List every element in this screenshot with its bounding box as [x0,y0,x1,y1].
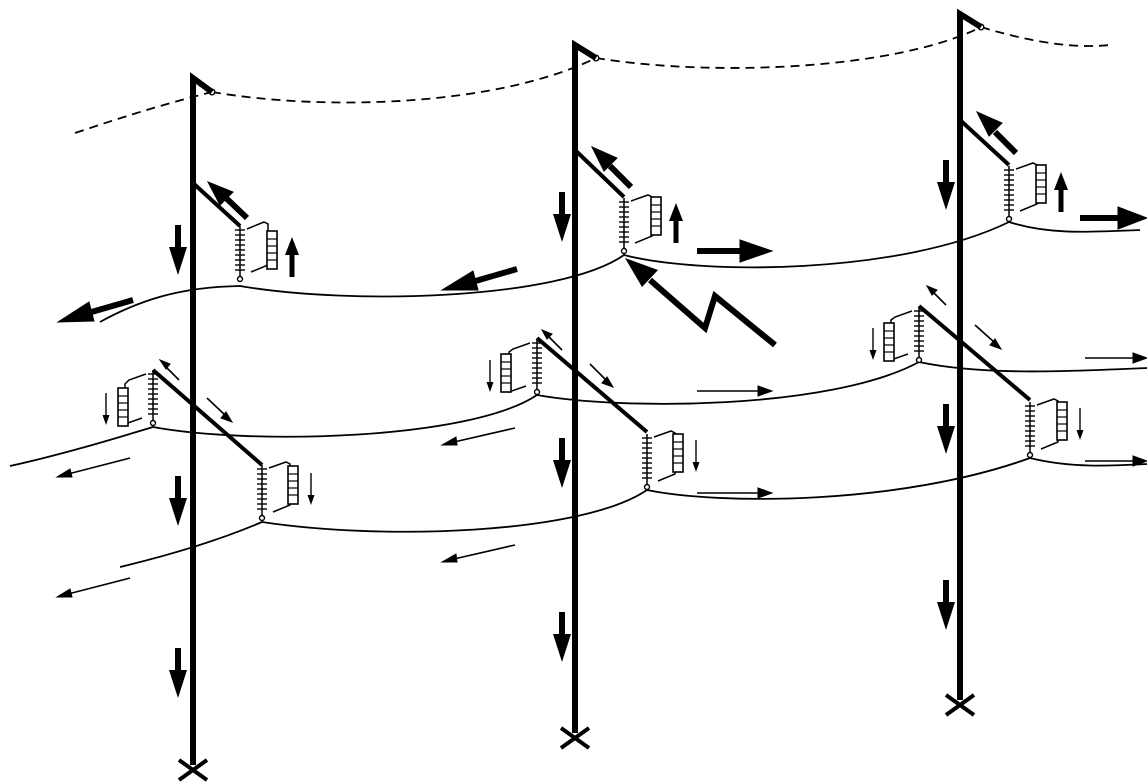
current-arrow [169,225,187,275]
ground-wire-clamps [208,23,985,96]
tower-left-upper-arm [191,181,242,228]
resistor [266,230,278,270]
current-arrow [553,192,571,242]
tower-right-lower-arm [917,304,1032,402]
tower-middle-pole [572,39,598,733]
current-arrow [485,359,495,393]
tower-left-lower-arm [151,368,264,467]
current-arrow [937,160,955,210]
insulator-coil [531,338,543,396]
resistor [287,465,299,505]
current-arrow [285,237,299,277]
insulator-coil [1003,165,1015,223]
current-arrow [553,612,571,662]
ground-wire [74,26,1111,134]
current-arrow [691,439,701,473]
tower-right-upper-arm [958,118,1011,167]
tower-middle-upper-arm [573,148,626,199]
current-arrow [868,327,878,361]
current-arrow [101,392,111,426]
current-arrow [553,438,571,488]
insulator-coil [147,369,159,427]
tower-left-pole [190,72,214,765]
lightning-bolt [625,258,777,348]
resistor [883,322,895,362]
current-arrow [169,476,187,526]
insulator-coil [913,306,925,364]
current-arrows-thin [55,285,1147,598]
current-arrow [306,472,316,506]
current-arrow [1075,407,1085,441]
current-arrow [1054,172,1068,212]
current-arrow [669,203,683,243]
tower-right [868,8,1085,717]
resistor [672,433,684,473]
insulator-coil [1024,401,1036,459]
resistor [1056,401,1068,441]
resistor [117,387,129,427]
current-arrow [937,580,955,630]
insulator-coil [256,464,268,522]
current-arrow [169,648,187,698]
current-arrows-thick [56,110,1147,323]
tower-middle [485,39,701,750]
resistor [1035,164,1047,204]
insulator-coil [618,197,630,255]
resistor [650,196,662,236]
current-arrow [937,404,955,454]
tower-right-pole [957,8,983,700]
tower-left [101,72,316,782]
tower-middle-lower-arm [535,336,649,434]
resistor [500,353,512,393]
insulator-coil [641,433,653,491]
insulator-coil [234,225,246,283]
